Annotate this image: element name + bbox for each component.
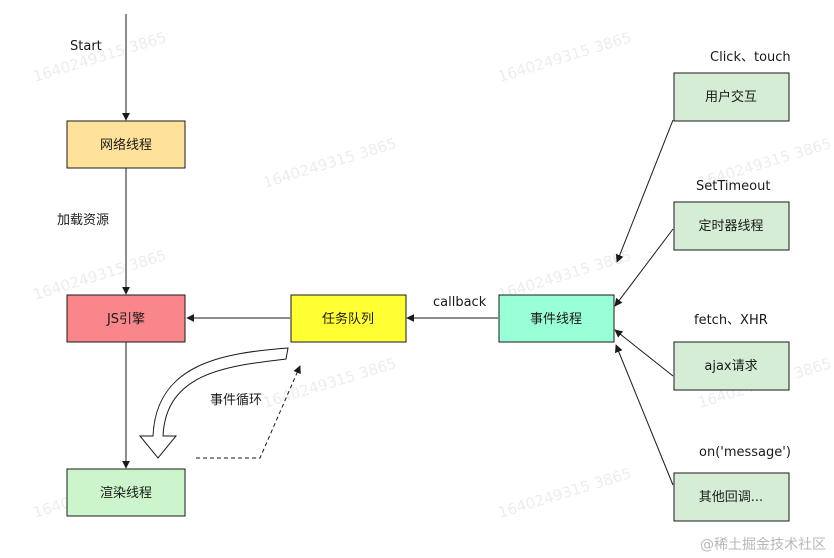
node-task-queue-label: 任务队列 — [322, 311, 374, 327]
watermark: 1640249315 3865 — [31, 28, 169, 86]
watermark: 1640249315 3865 — [261, 134, 399, 192]
callback-label: callback — [433, 295, 487, 310]
node-ajax-request-label: ajax请求 — [704, 359, 757, 374]
node-user-interaction: 用户交互 — [673, 72, 790, 122]
on-message-label: on('message') — [699, 445, 791, 460]
other-to-event-arrow — [615, 344, 674, 486]
node-other-callbacks-box — [673, 472, 790, 522]
node-timer-thread: 定时器线程 — [673, 201, 790, 251]
start-label: Start — [70, 39, 102, 54]
node-task-queue-box — [290, 294, 407, 343]
fetch-xhr-label: fetch、XHR — [694, 313, 768, 328]
node-timer-thread-label: 定时器线程 — [698, 219, 763, 234]
loop-hollow-arrow — [138, 347, 289, 459]
node-js-engine-box — [66, 294, 186, 343]
watermark: 1640249315 3865 — [261, 354, 399, 412]
site-credit: @稀土掘金技术社区 — [700, 537, 826, 553]
ajax-to-event-arrow — [614, 329, 674, 377]
node-task-queue: 任务队列 — [290, 294, 407, 343]
node-render: 渲染线程 — [66, 468, 186, 517]
timer-to-event-arrow — [614, 228, 674, 307]
node-ajax-request-box — [673, 341, 790, 391]
settimeout-label: SetTimeout — [696, 179, 770, 194]
node-other-callbacks-label: 其他回调... — [699, 490, 763, 505]
node-user-interaction-label: 用户交互 — [705, 89, 757, 105]
node-render-box — [66, 468, 186, 517]
node-event-thread-label: 事件线程 — [530, 312, 582, 327]
node-js-engine-label: JS引擎 — [106, 312, 145, 327]
node-timer-thread-box — [673, 201, 790, 251]
node-ajax-request: ajax请求 — [673, 341, 790, 391]
node-render-label: 渲染线程 — [100, 486, 152, 501]
load-resources-label: 加载资源 — [57, 213, 109, 228]
user-to-event-arrow — [615, 119, 674, 263]
node-network: 网络线程 — [66, 120, 186, 169]
watermark: 1640249315 3865 — [496, 28, 634, 86]
click-touch-label: Click、touch — [710, 50, 791, 65]
node-js-engine: JS引擎 — [66, 294, 186, 343]
node-event-thread: 事件线程 — [498, 294, 615, 343]
node-user-interaction-box — [673, 72, 790, 122]
node-event-thread-box — [498, 294, 615, 343]
loop-dashed-arrow — [196, 365, 301, 459]
node-other-callbacks: 其他回调... — [673, 472, 790, 522]
node-network-label: 网络线程 — [100, 137, 152, 153]
watermark: 1640249315 3865 — [496, 464, 634, 522]
node-network-box — [66, 120, 186, 169]
event-loop-label: 事件循环 — [210, 393, 262, 408]
